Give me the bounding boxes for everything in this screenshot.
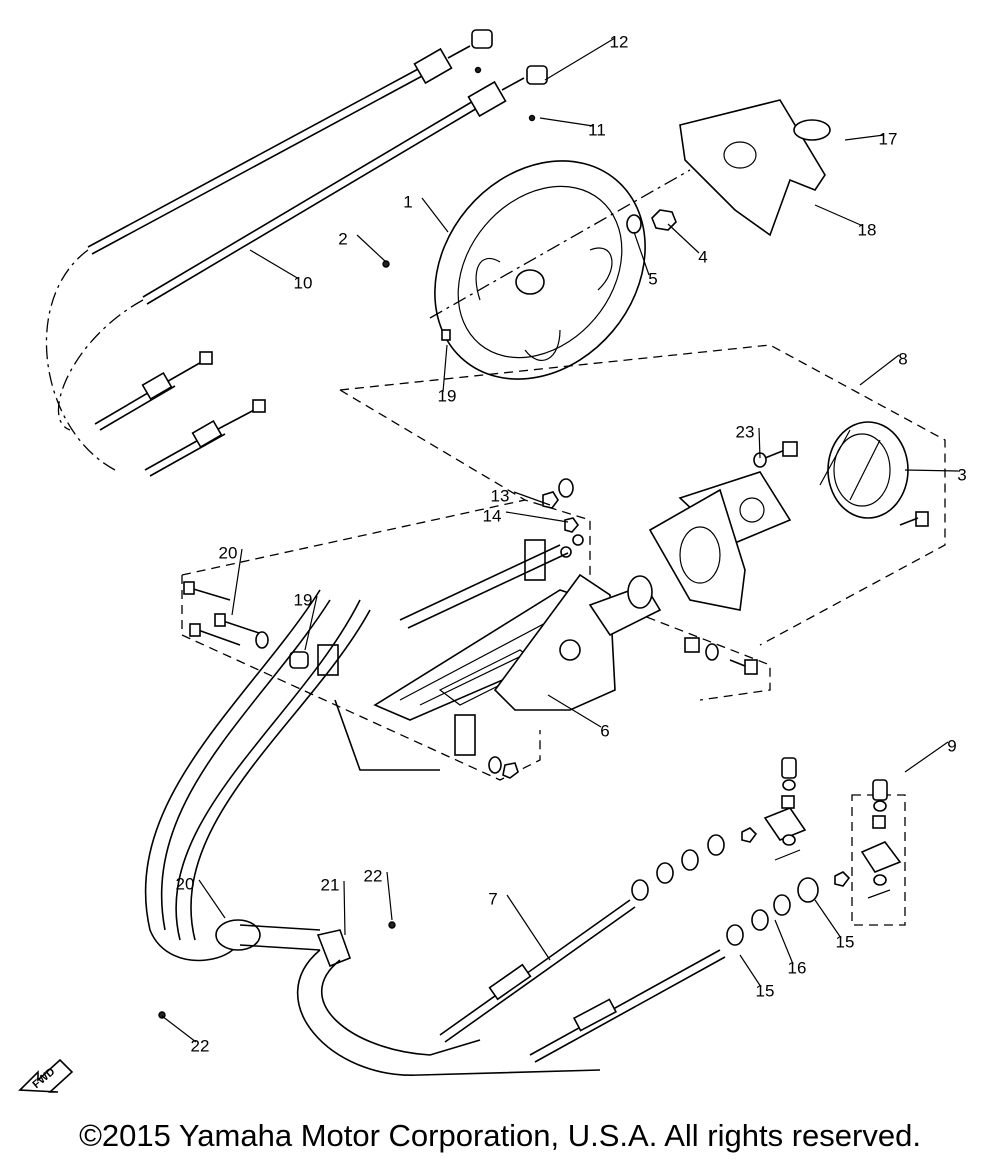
callout-label-c22a: 22 — [364, 866, 383, 885]
washers-row — [631, 827, 851, 946]
nut-13 — [542, 491, 559, 509]
callout-leader-c4 — [667, 223, 700, 254]
callout-leader-c7 — [506, 894, 551, 961]
control-cables — [45, 29, 548, 477]
callout-leader-c14 — [505, 511, 569, 523]
assembly-box-lower — [181, 499, 771, 781]
fwd-arrow-icon: FWD — [18, 1058, 74, 1093]
nut-4 — [651, 209, 677, 231]
callout-leader-c15a — [814, 899, 842, 939]
steering-bracket — [373, 573, 662, 721]
spacer-right — [684, 637, 700, 653]
callout-label-c10: 10 — [294, 273, 313, 292]
callout-leader-c18 — [814, 204, 864, 227]
callout-label-c15b: 15 — [756, 981, 775, 1000]
bracket-leader — [334, 699, 440, 771]
callout-leader-c19a — [442, 344, 448, 393]
callout-leader-c22a — [386, 871, 393, 921]
callout-leader-c22b — [161, 1015, 197, 1043]
callout-leader-c23 — [758, 427, 761, 459]
callout-leader-c6 — [547, 694, 602, 728]
screw-2 — [382, 260, 390, 268]
callout-leader-c20b — [198, 879, 226, 919]
callout-leader-c3 — [904, 469, 959, 472]
callout-label-c18: 18 — [858, 220, 877, 239]
callout-leader-c16 — [774, 919, 794, 965]
callout-label-c11: 11 — [588, 120, 606, 139]
bolt-right — [915, 511, 929, 527]
callout-label-c9: 9 — [947, 736, 956, 755]
parts-diagram: FWD 123456789101112131415151617181919202… — [18, 29, 967, 1093]
callout-leader-c15b — [739, 954, 762, 988]
callout-label-c2: 2 — [338, 229, 347, 248]
copyright-notice: ©2015 Yamaha Motor Corporation, U.S.A. A… — [79, 1118, 921, 1153]
callout-label-c16: 16 — [788, 958, 807, 977]
bracket-mid — [317, 644, 339, 676]
callout-label-c4: 4 — [698, 247, 707, 266]
callout-label-c14: 14 — [483, 506, 502, 525]
jet-cables — [439, 899, 726, 1063]
callout-leader-c9 — [904, 741, 949, 773]
callout-leader-c13 — [513, 491, 551, 506]
washer-lower — [488, 756, 502, 774]
callout-label-c12: 12 — [610, 32, 629, 51]
callout-leader-c11 — [539, 117, 594, 127]
callout-label-c23: 23 — [736, 422, 755, 441]
washer-13 — [558, 478, 574, 498]
callout-leader-c12 — [544, 37, 616, 81]
bolt-23 — [764, 449, 786, 459]
bolts-left — [183, 581, 309, 669]
callout-label-c13: 13 — [491, 486, 510, 505]
nut-14 — [564, 517, 580, 533]
callout-label-c1: 1 — [403, 192, 412, 211]
callout-label-c6: 6 — [600, 721, 609, 740]
steering-axis-line — [429, 169, 691, 319]
key-19 — [441, 329, 451, 341]
shift-cables — [144, 544, 601, 1076]
callout-leader-c2 — [356, 234, 387, 263]
callout-leader-c17 — [844, 134, 885, 141]
washer-5 — [626, 214, 642, 234]
assembly-box-8 — [339, 344, 946, 646]
callout-label-c7: 7 — [488, 889, 497, 908]
callout-leader-c8 — [859, 354, 900, 386]
callout-label-c20b: 20 — [176, 874, 195, 893]
callout-label-c8: 8 — [898, 349, 907, 368]
callout-label-c21: 21 — [321, 875, 340, 894]
callout-label-c19a: 19 — [438, 386, 457, 405]
callout-label-c22b: 22 — [191, 1036, 210, 1055]
callout-label-c15a: 15 — [836, 932, 855, 951]
callout-leader-c21 — [343, 880, 346, 936]
callout-label-c5: 5 — [648, 269, 657, 288]
callout-label-c17: 17 — [879, 129, 898, 148]
bracket-bottom — [454, 714, 476, 756]
callout-leader-c1 — [421, 197, 449, 233]
callout-label-c3: 3 — [957, 465, 966, 484]
callout-leader-c5 — [633, 231, 650, 276]
helm-unit — [648, 421, 909, 611]
callout-leader-c20a — [231, 548, 243, 616]
callout-leader-c10 — [249, 249, 300, 280]
cable-joints — [763, 757, 906, 926]
callout-label-c20a: 20 — [219, 543, 238, 562]
callout-label-c19b: 19 — [294, 590, 313, 609]
callout-leader-c19b — [304, 595, 318, 651]
steering-cover — [679, 99, 831, 237]
steering-wheel — [434, 160, 646, 380]
